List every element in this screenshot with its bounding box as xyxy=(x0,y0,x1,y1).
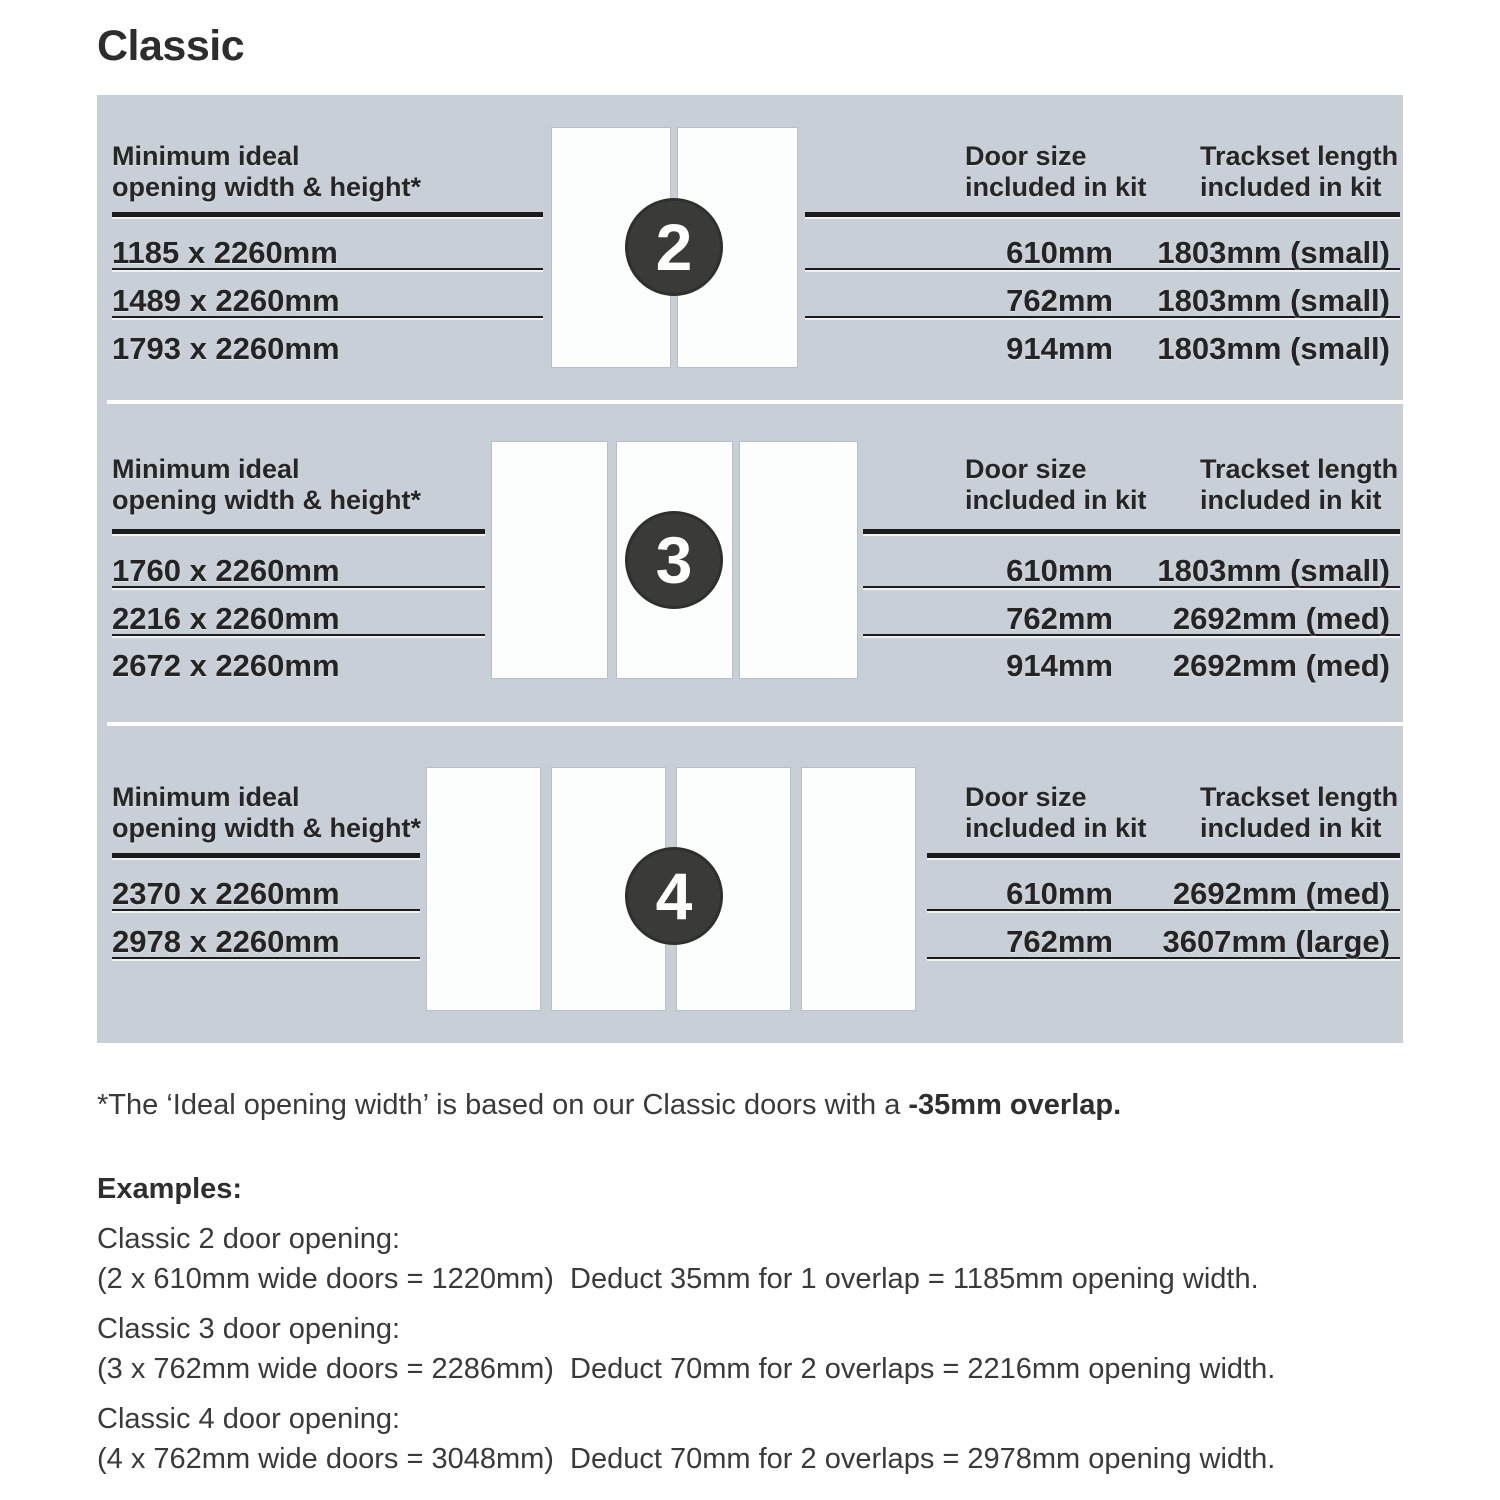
spec-panel: Minimum ideal opening width & height* Do… xyxy=(97,95,1403,1043)
left-header-rule xyxy=(112,853,420,858)
door-size-column-header: Door size included in kit xyxy=(965,454,1147,516)
example-detail: (4 x 762mm wide doors = 3048mm) Deduct 7… xyxy=(97,1443,1276,1475)
left-header-rule xyxy=(112,212,543,217)
section-divider xyxy=(107,722,1403,726)
door-size-header-line2: included in kit xyxy=(965,172,1147,202)
trackset-length-cell: 1803mm (small) xyxy=(1157,553,1390,588)
door-panel xyxy=(427,768,540,1010)
door-size-header-line1: Door size xyxy=(965,141,1087,171)
trackset-column-header: Trackset length included in kit xyxy=(1200,782,1398,844)
opening-size-header-line2: opening width & height* xyxy=(112,813,421,843)
door-size-cell: 914mm xyxy=(1006,648,1113,683)
opening-size-cell: 1760 x 2260mm xyxy=(112,540,485,588)
opening-size-cell: 2672 x 2260mm xyxy=(112,648,340,683)
door-size-header-line1: Door size xyxy=(965,454,1087,484)
footnote: *The ‘Ideal opening width’ is based on o… xyxy=(97,1085,1427,1125)
example-detail: (3 x 762mm wide doors = 2286mm) Deduct 7… xyxy=(97,1353,1276,1385)
trackset-header-line1: Trackset length xyxy=(1200,782,1399,812)
door-panel xyxy=(492,442,607,678)
door-size-header-line2: included in kit xyxy=(965,813,1147,843)
right-header-rule xyxy=(927,853,1400,858)
opening-size-header-line1: Minimum ideal xyxy=(112,141,300,171)
section-4-door: Minimum ideal opening width & height* Do… xyxy=(97,726,1403,1043)
door-size-cell: 914mm xyxy=(1006,331,1113,366)
section-2-door: Minimum ideal opening width & height* Do… xyxy=(97,95,1403,400)
kit-row: 914mm 1803mm (small) xyxy=(805,318,1400,366)
trackset-header-line2: included in kit xyxy=(1200,813,1382,843)
kit-row: 762mm 3607mm (large) xyxy=(927,911,1400,959)
opening-size-column-header: Minimum ideal opening width & height* xyxy=(112,782,421,844)
footnote-bold: -35mm overlap. xyxy=(908,1089,1122,1121)
trackset-header-line1: Trackset length xyxy=(1200,141,1399,171)
right-header-rule xyxy=(863,529,1400,534)
kit-row: 610mm 1803mm (small) xyxy=(805,222,1400,270)
door-size-cell: 610mm xyxy=(1006,876,1113,911)
door-size-column-header: Door size included in kit xyxy=(965,782,1147,844)
example-label: Classic 4 door opening: xyxy=(97,1403,401,1435)
trackset-length-cell: 1803mm (small) xyxy=(1157,283,1390,318)
door-size-cell: 610mm xyxy=(1006,235,1113,270)
kit-row: 610mm 1803mm (small) xyxy=(863,540,1400,588)
trackset-length-cell: 2692mm (med) xyxy=(1172,648,1390,683)
example-label: Classic 3 door opening: xyxy=(97,1313,401,1345)
opening-size-cell: 1793 x 2260mm xyxy=(112,331,340,366)
trackset-column-header: Trackset length included in kit xyxy=(1200,454,1398,516)
door-size-cell: 762mm xyxy=(1006,601,1113,636)
opening-size-cell: 2370 x 2260mm xyxy=(112,863,420,911)
opening-size-column-header: Minimum ideal opening width & height* xyxy=(112,454,421,516)
door-size-header-line1: Door size xyxy=(965,782,1087,812)
opening-size-header-line1: Minimum ideal xyxy=(112,782,300,812)
door-size-cell: 762mm xyxy=(1006,283,1113,318)
kit-row: 914mm 2692mm (med) xyxy=(863,635,1400,683)
door-size-cell: 762mm xyxy=(1006,924,1113,959)
kit-row: 762mm 1803mm (small) xyxy=(805,270,1400,318)
trackset-length-cell: 1803mm (small) xyxy=(1157,235,1390,270)
footnote-text: *The ‘Ideal opening width’ is based on o… xyxy=(97,1089,909,1121)
section-3-door: Minimum ideal opening width & height* Do… xyxy=(97,404,1403,722)
trackset-length-cell: 2692mm (med) xyxy=(1172,876,1390,911)
opening-size-header-line2: opening width & height* xyxy=(112,172,421,202)
door-panel xyxy=(740,442,857,678)
trackset-length-cell: 3607mm (large) xyxy=(1162,924,1390,959)
opening-size-column-header: Minimum ideal opening width & height* xyxy=(112,141,421,203)
example-label: Classic 2 door opening: xyxy=(97,1223,401,1255)
kit-row: 610mm 2692mm (med) xyxy=(927,863,1400,911)
trackset-header-line1: Trackset length xyxy=(1200,454,1399,484)
left-header-rule xyxy=(112,529,485,534)
door-count-badge: 3 xyxy=(625,511,723,609)
door-count-badge: 4 xyxy=(625,847,723,945)
trackset-header-line2: included in kit xyxy=(1200,172,1382,202)
trackset-header-line2: included in kit xyxy=(1200,485,1382,515)
opening-size-header-line2: opening width & height* xyxy=(112,485,421,515)
opening-size-cell: 2978 x 2260mm xyxy=(112,911,420,959)
notes-block: *The ‘Ideal opening width’ is based on o… xyxy=(97,1085,1427,1479)
example-detail: (2 x 610mm wide doors = 1220mm) Deduct 3… xyxy=(97,1263,1259,1295)
door-panel xyxy=(802,768,915,1010)
door-size-column-header: Door size included in kit xyxy=(965,141,1147,203)
door-size-header-line2: included in kit xyxy=(965,485,1147,515)
opening-size-header-line1: Minimum ideal xyxy=(112,454,300,484)
section-divider xyxy=(107,400,1403,404)
door-count-badge: 2 xyxy=(625,198,723,296)
right-header-rule xyxy=(805,212,1400,217)
examples-heading: Examples: xyxy=(97,1173,243,1205)
page-title: Classic xyxy=(97,22,245,70)
opening-size-cell: 1489 x 2260mm xyxy=(112,270,543,318)
door-size-cell: 610mm xyxy=(1006,553,1113,588)
opening-size-cell: 2216 x 2260mm xyxy=(112,588,485,636)
opening-size-cell: 1185 x 2260mm xyxy=(112,222,543,270)
trackset-length-cell: 2692mm (med) xyxy=(1172,601,1390,636)
trackset-column-header: Trackset length included in kit xyxy=(1200,141,1398,203)
kit-row: 762mm 2692mm (med) xyxy=(863,588,1400,636)
trackset-length-cell: 1803mm (small) xyxy=(1157,331,1390,366)
